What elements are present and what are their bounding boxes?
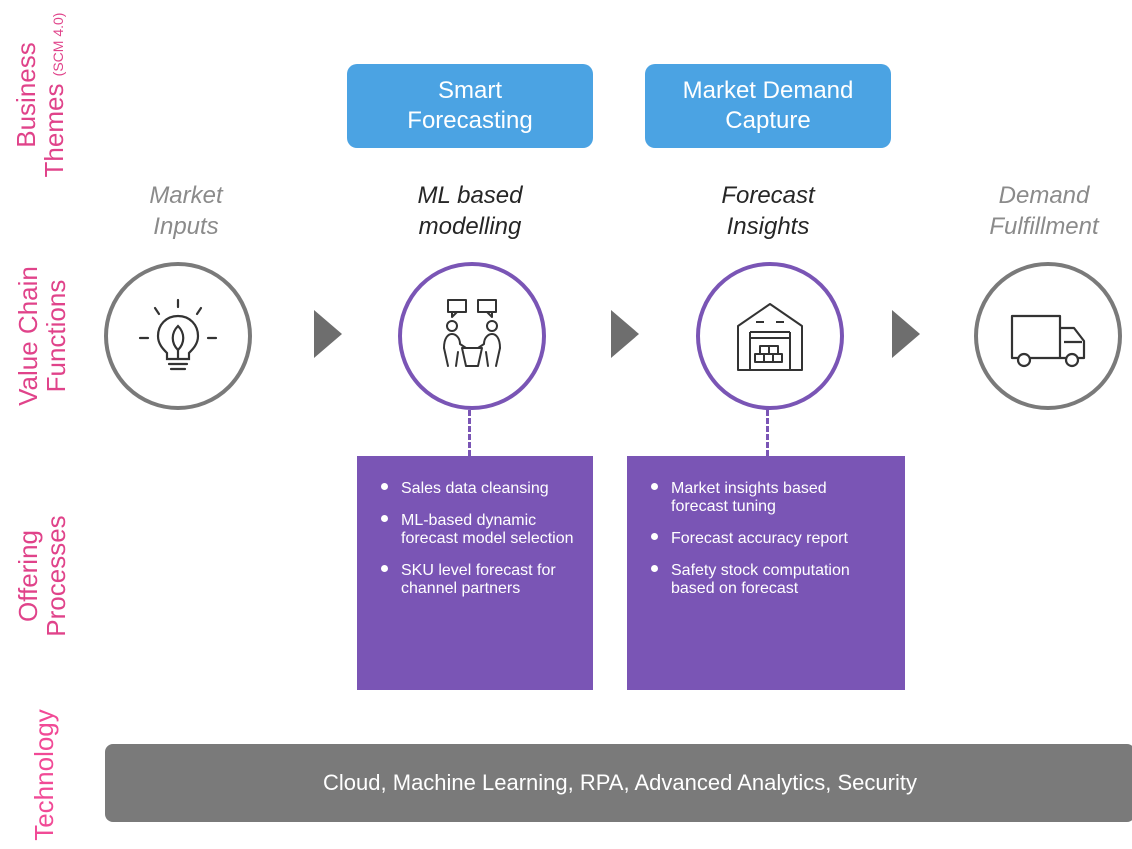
stage-2-line1: ML based [417, 182, 523, 209]
theme-smart-forecasting-line2: Forecasting [407, 107, 533, 134]
offering-line2: Processes [41, 515, 71, 637]
theme-smart-forecasting: Smart Forecasting [347, 64, 593, 148]
stage-2-line2: modelling [418, 213, 522, 240]
theme-market-demand-capture: Market Demand Capture [645, 64, 891, 148]
flow-arrow-3 [892, 310, 920, 358]
stage-label-forecast-insights: Forecast Insights [668, 180, 868, 242]
lightbulb-icon [138, 298, 218, 371]
flow-arrow-1 [314, 310, 342, 358]
flow-arrow-2 [611, 310, 639, 358]
offering-item: SKU level forecast for channel partners [377, 562, 575, 598]
stage-label-demand-fulfillment: Demand Fulfillment [944, 180, 1132, 242]
technology-bar: Cloud, Machine Learning, RPA, Advanced A… [105, 744, 1132, 822]
truck-icon [1010, 314, 1086, 368]
row-label-value-chain: Value Chain Functions [13, 266, 71, 406]
theme-market-demand-line2: Capture [725, 107, 811, 134]
stage-4-line2: Fulfillment [989, 213, 1099, 240]
offering-line1: Offering [13, 529, 43, 623]
row-label-offering: Offering Processes [13, 515, 71, 637]
theme-market-demand-line1: Market Demand [682, 77, 854, 104]
warehouse-icon [737, 303, 803, 371]
business-themes-sub: (SCM 4.0) [50, 12, 66, 77]
meeting-icon [443, 299, 501, 367]
business-themes-line1: Business [11, 42, 41, 148]
offering-list-1: Sales data cleansing ML-based dynamic fo… [377, 480, 575, 598]
offering-box-forecast-insights: Market insights based forecast tuning Fo… [627, 456, 905, 690]
offering-item: Safety stock computation based on foreca… [647, 562, 887, 598]
connector-forecast-insights [766, 410, 769, 456]
technology-label: Technology [29, 709, 59, 841]
stage-1-line2: Inputs [153, 213, 219, 240]
stage-label-market-inputs: Market Inputs [86, 180, 286, 242]
stage-circle-market-inputs [104, 262, 252, 410]
offering-item: Sales data cleansing [377, 480, 575, 498]
connector-ml-modelling [468, 410, 471, 456]
offering-list-2: Market insights based forecast tuning Fo… [647, 480, 887, 598]
stage-circle-demand-fulfillment [974, 262, 1122, 410]
value-chain-line2: Functions [41, 279, 71, 393]
stage-circle-ml-modelling [398, 262, 546, 410]
offering-item: Forecast accuracy report [647, 530, 887, 548]
business-themes-line2: Themes [39, 83, 69, 178]
stage-3-line1: Forecast [721, 182, 815, 209]
stage-3-line2: Insights [726, 213, 810, 240]
offering-box-ml-modelling: Sales data cleansing ML-based dynamic fo… [357, 456, 593, 690]
offering-item: Market insights based forecast tuning [647, 480, 887, 516]
row-label-business-themes: Business Themes (SCM 4.0) [11, 12, 72, 178]
offering-item: ML-based dynamic forecast model selectio… [377, 512, 575, 548]
stage-circle-forecast-insights [696, 262, 844, 410]
stage-label-ml-modelling: ML based modelling [370, 180, 570, 242]
row-label-technology: Technology [29, 709, 59, 841]
stage-4-line1: Demand [998, 182, 1090, 209]
technology-bar-text: Cloud, Machine Learning, RPA, Advanced A… [323, 770, 917, 795]
stage-1-line1: Market [149, 182, 223, 209]
theme-smart-forecasting-line1: Smart [437, 77, 502, 104]
value-chain-line1: Value Chain [13, 266, 43, 406]
